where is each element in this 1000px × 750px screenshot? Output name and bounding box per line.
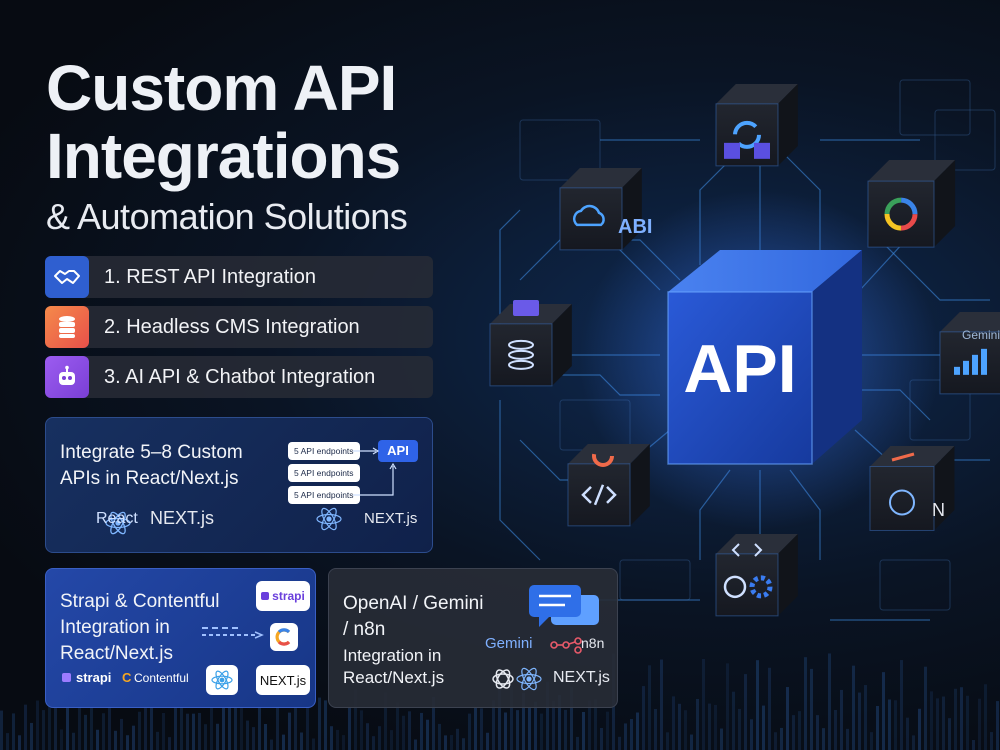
chat-bubbles-icon	[529, 585, 599, 627]
card-strapi-title-line1: Strapi & Contentful	[60, 591, 220, 612]
service-label-rest: 1. REST API Integration	[104, 265, 316, 288]
react-box	[206, 665, 238, 695]
handshake-icon	[45, 256, 89, 298]
nextjs-logo-small: NEXT.js	[364, 510, 418, 527]
card-strapi-title-line2: Integration in	[60, 617, 170, 638]
page-subtitle: & Automation Solutions	[46, 196, 408, 237]
gemini-logo: Gemini	[485, 635, 533, 652]
contentful-logo-icon: C	[122, 670, 132, 685]
contentful-logo-text: Contentful	[134, 671, 189, 685]
card-strapi-contentful: Strapi & Contentful Integration in React…	[45, 568, 316, 708]
database-cube	[489, 300, 572, 387]
cube-label-abi: ABI	[618, 216, 653, 238]
endpoint-pill-3: 5 API endpoints	[288, 486, 360, 504]
react-label: React	[96, 510, 138, 527]
nextjs-logo: NEXT.js	[150, 508, 215, 528]
service-item-cms: 2. Headless CMS Integration	[45, 306, 433, 348]
n8n-cube	[869, 446, 955, 531]
database-icon	[45, 306, 89, 348]
endpoint-pill-1: 5 API endpoints	[288, 442, 360, 460]
react-logo-row	[105, 511, 131, 535]
service-label-ai: 3. AI API & Chatbot Integration	[104, 365, 376, 388]
cube-label-gemini: Gemini	[962, 328, 1000, 342]
api-hub-label: API	[683, 331, 796, 407]
card-strapi-title-line3: React/Next.js	[60, 643, 173, 664]
strapi-icon	[261, 592, 270, 600]
strapi-box: strapi	[256, 581, 310, 611]
strapi-logo-text: strapi	[76, 670, 112, 685]
openai-google-cube	[867, 160, 956, 248]
react-icon-small	[316, 507, 342, 531]
nextjs-logo: NEXT.js	[553, 669, 610, 686]
nextjs-box: NEXT.js	[256, 665, 310, 695]
satellite-cubes	[489, 84, 1000, 617]
card-ai-integrations: OpenAI / Gemini / n8n Integration in Rea…	[328, 568, 618, 708]
service-item-ai: 3. AI API & Chatbot Integration	[45, 356, 433, 398]
n8n-icon	[550, 637, 582, 654]
cloud-cube	[559, 168, 642, 251]
react-icon	[516, 667, 542, 691]
react-icon	[211, 670, 233, 690]
strapi-box-label: strapi	[272, 589, 305, 603]
react-icon	[105, 511, 131, 535]
endpoint-pill-2: 5 API endpoints	[288, 464, 360, 482]
api-hub-cube: API	[667, 250, 862, 465]
strapi-logo-icon	[62, 673, 71, 682]
page-title-line1: Custom API	[46, 52, 397, 124]
service-label-cms: 2. Headless CMS Integration	[104, 315, 360, 338]
openai-icon	[492, 669, 514, 689]
api-box: API	[378, 440, 418, 462]
endpoint-arrows	[353, 447, 397, 496]
sync-cube	[715, 84, 798, 167]
contentful-icon	[270, 623, 298, 651]
card-ai-title-line4: React/Next.js	[343, 668, 445, 687]
cube-label-n: N	[932, 500, 945, 520]
code-cube	[567, 444, 650, 527]
n8n-label: n8n	[581, 635, 605, 651]
card-ai-title-line1: OpenAI / Gemini	[343, 593, 484, 614]
service-item-rest: 1. REST API Integration	[45, 256, 433, 298]
card-react-title-line1: Integrate 5–8 Custom	[60, 442, 243, 463]
data-lines	[202, 627, 264, 639]
settings-cube	[715, 534, 798, 617]
card-ai-title-line3: Integration in	[343, 646, 442, 665]
page-title-line2: Integrations	[46, 120, 401, 192]
card-react-title-line2: APIs in React/Next.js	[60, 468, 239, 489]
card-ai-title-line2: / n8n	[343, 619, 386, 640]
card-react-nextjs: Integrate 5–8 Custom APIs in React/Next.…	[45, 417, 433, 553]
chart-cube	[939, 312, 1000, 395]
robot-icon	[45, 356, 89, 398]
